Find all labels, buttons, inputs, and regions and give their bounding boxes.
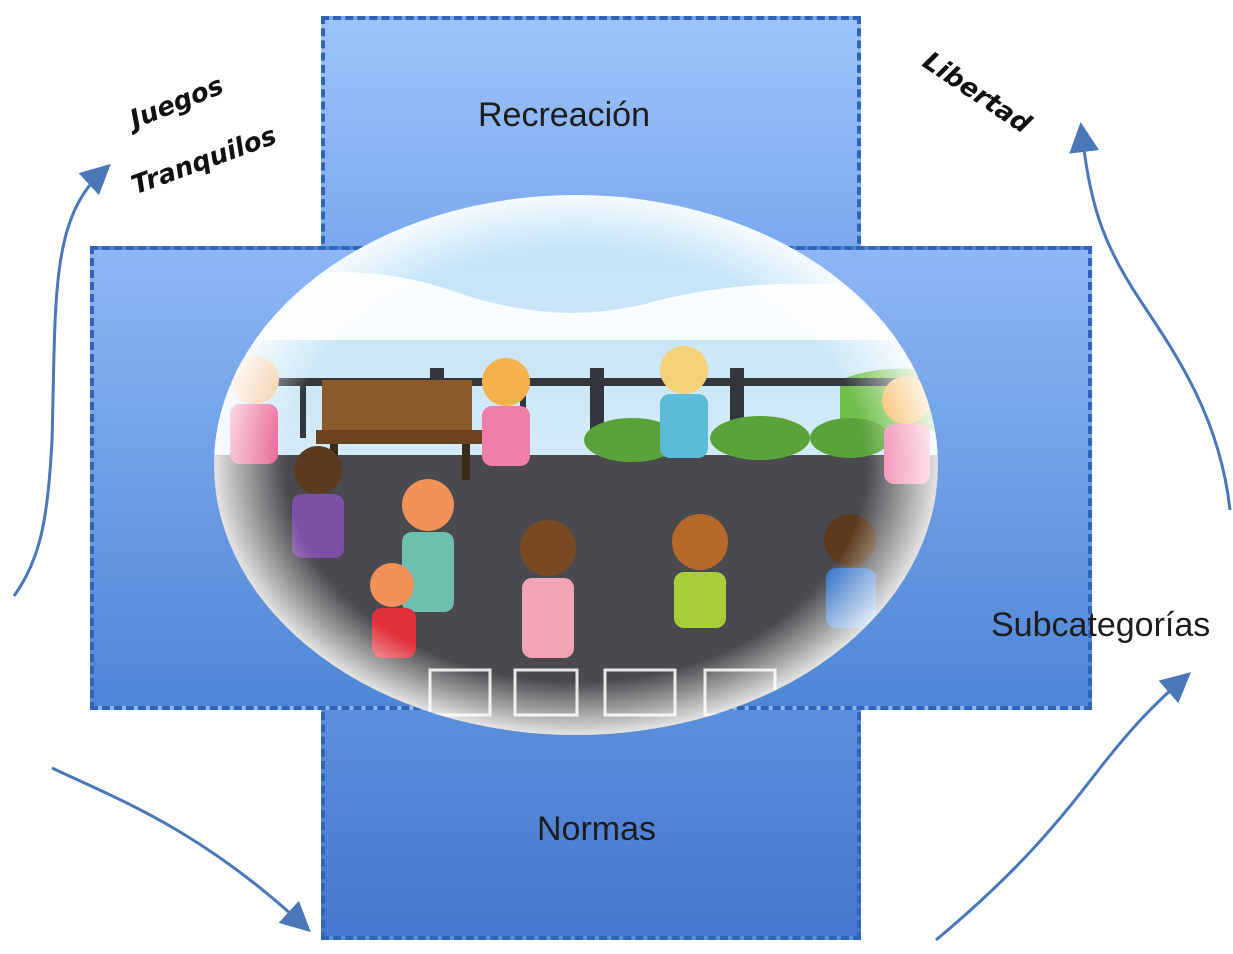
arrow-right-up	[1069, 122, 1232, 511]
recreacion-label: Recreación	[478, 96, 650, 134]
arrow-left-up	[12, 163, 111, 597]
arrow-bottom-right	[935, 672, 1192, 942]
illustration-vignette	[214, 195, 938, 735]
normas-label: Normas	[537, 810, 657, 848]
arrow-bottom-left	[51, 766, 311, 933]
bottom-panel	[321, 700, 861, 940]
subcategorias-label: Subcategorías	[991, 606, 1211, 644]
